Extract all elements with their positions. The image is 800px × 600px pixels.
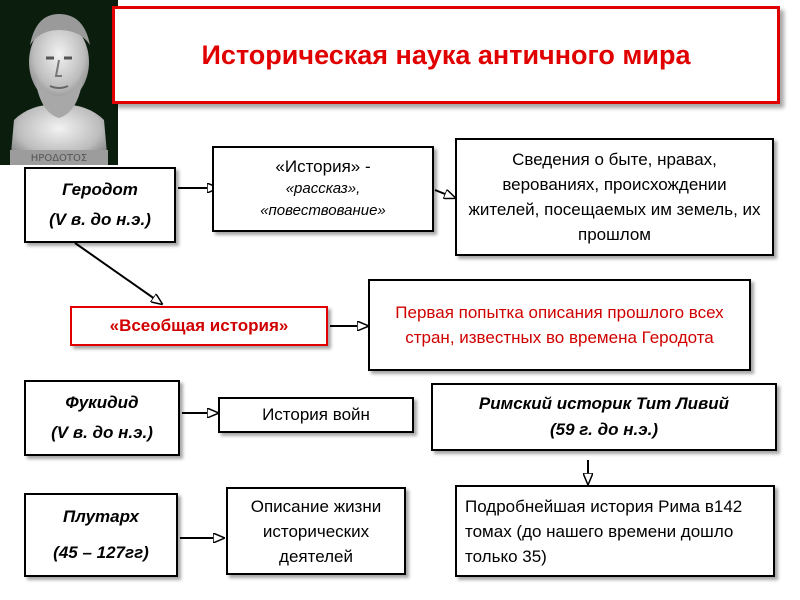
history-term-box: «История» - «рассказ», «повествование» [212,146,434,232]
herodotus-info-text: Сведения о быте, нравах, верованиях, про… [468,150,761,244]
herodotus-name: Геродот [62,180,138,199]
plutarch-name: Плутарх [62,507,140,526]
plutarch-box: Плутарх (45 – 127гг) [24,493,178,577]
thucydides-box: Фукидид (V в. до н.э.) [24,380,180,456]
arrow-history-to-info [434,189,455,198]
rome-history-box: Подробнейшая история Рима в142 томах (до… [455,485,775,577]
herodotus-info-box: Сведения о быте, нравах, верованиях, про… [455,138,774,256]
livy-box: Римский историк Тит Ливий (59 г. до н.э.… [431,383,777,451]
herodotus-bust-image: ΗΡΟΔΟΤΟΣ [0,0,118,165]
history-term-line2: «рассказ», [285,180,361,197]
bust-drawing: ΗΡΟΔΟΤΟΣ [10,14,108,165]
livy-line2: (59 г. до н.э.) [550,420,658,439]
herodotus-box: Геродот (V в. до н.э.) [24,167,176,243]
first-attempt-text: Первая попытка описания прошлого всех ст… [395,303,724,347]
biographies-box: Описание жизни исторических деятелей [226,487,406,575]
title-box: Историческая наука античного мира [112,6,780,104]
portrait-inscription: ΗΡΟΔΟΤΟΣ [31,153,87,164]
rome-history-text: Подробнейшая история Рима в142 томах (до… [465,496,743,566]
history-term-line1: «История» - [275,157,371,176]
war-history-box: История войн [218,397,414,433]
herodotus-period: (V в. до н.э.) [49,210,151,229]
history-term-line3: «повествование» [260,202,386,219]
war-history-label: История войн [262,405,370,424]
livy-line1: Римский историк Тит Ливий [478,394,730,413]
arrow-herodotus-to-universal [74,242,162,304]
first-attempt-box: Первая попытка описания прошлого всех ст… [368,279,751,371]
thucydides-name: Фукидид [65,393,139,412]
plutarch-period: (45 – 127гг) [53,543,149,562]
universal-history-label: «Всеобщая история» [109,316,289,335]
page-title: Историческая наука античного мира [201,39,691,70]
thucydides-period: (V в. до н.э.) [51,423,153,442]
biographies-text: Описание жизни исторических деятелей [250,496,382,566]
universal-history-box: «Всеобщая история» [70,306,328,346]
